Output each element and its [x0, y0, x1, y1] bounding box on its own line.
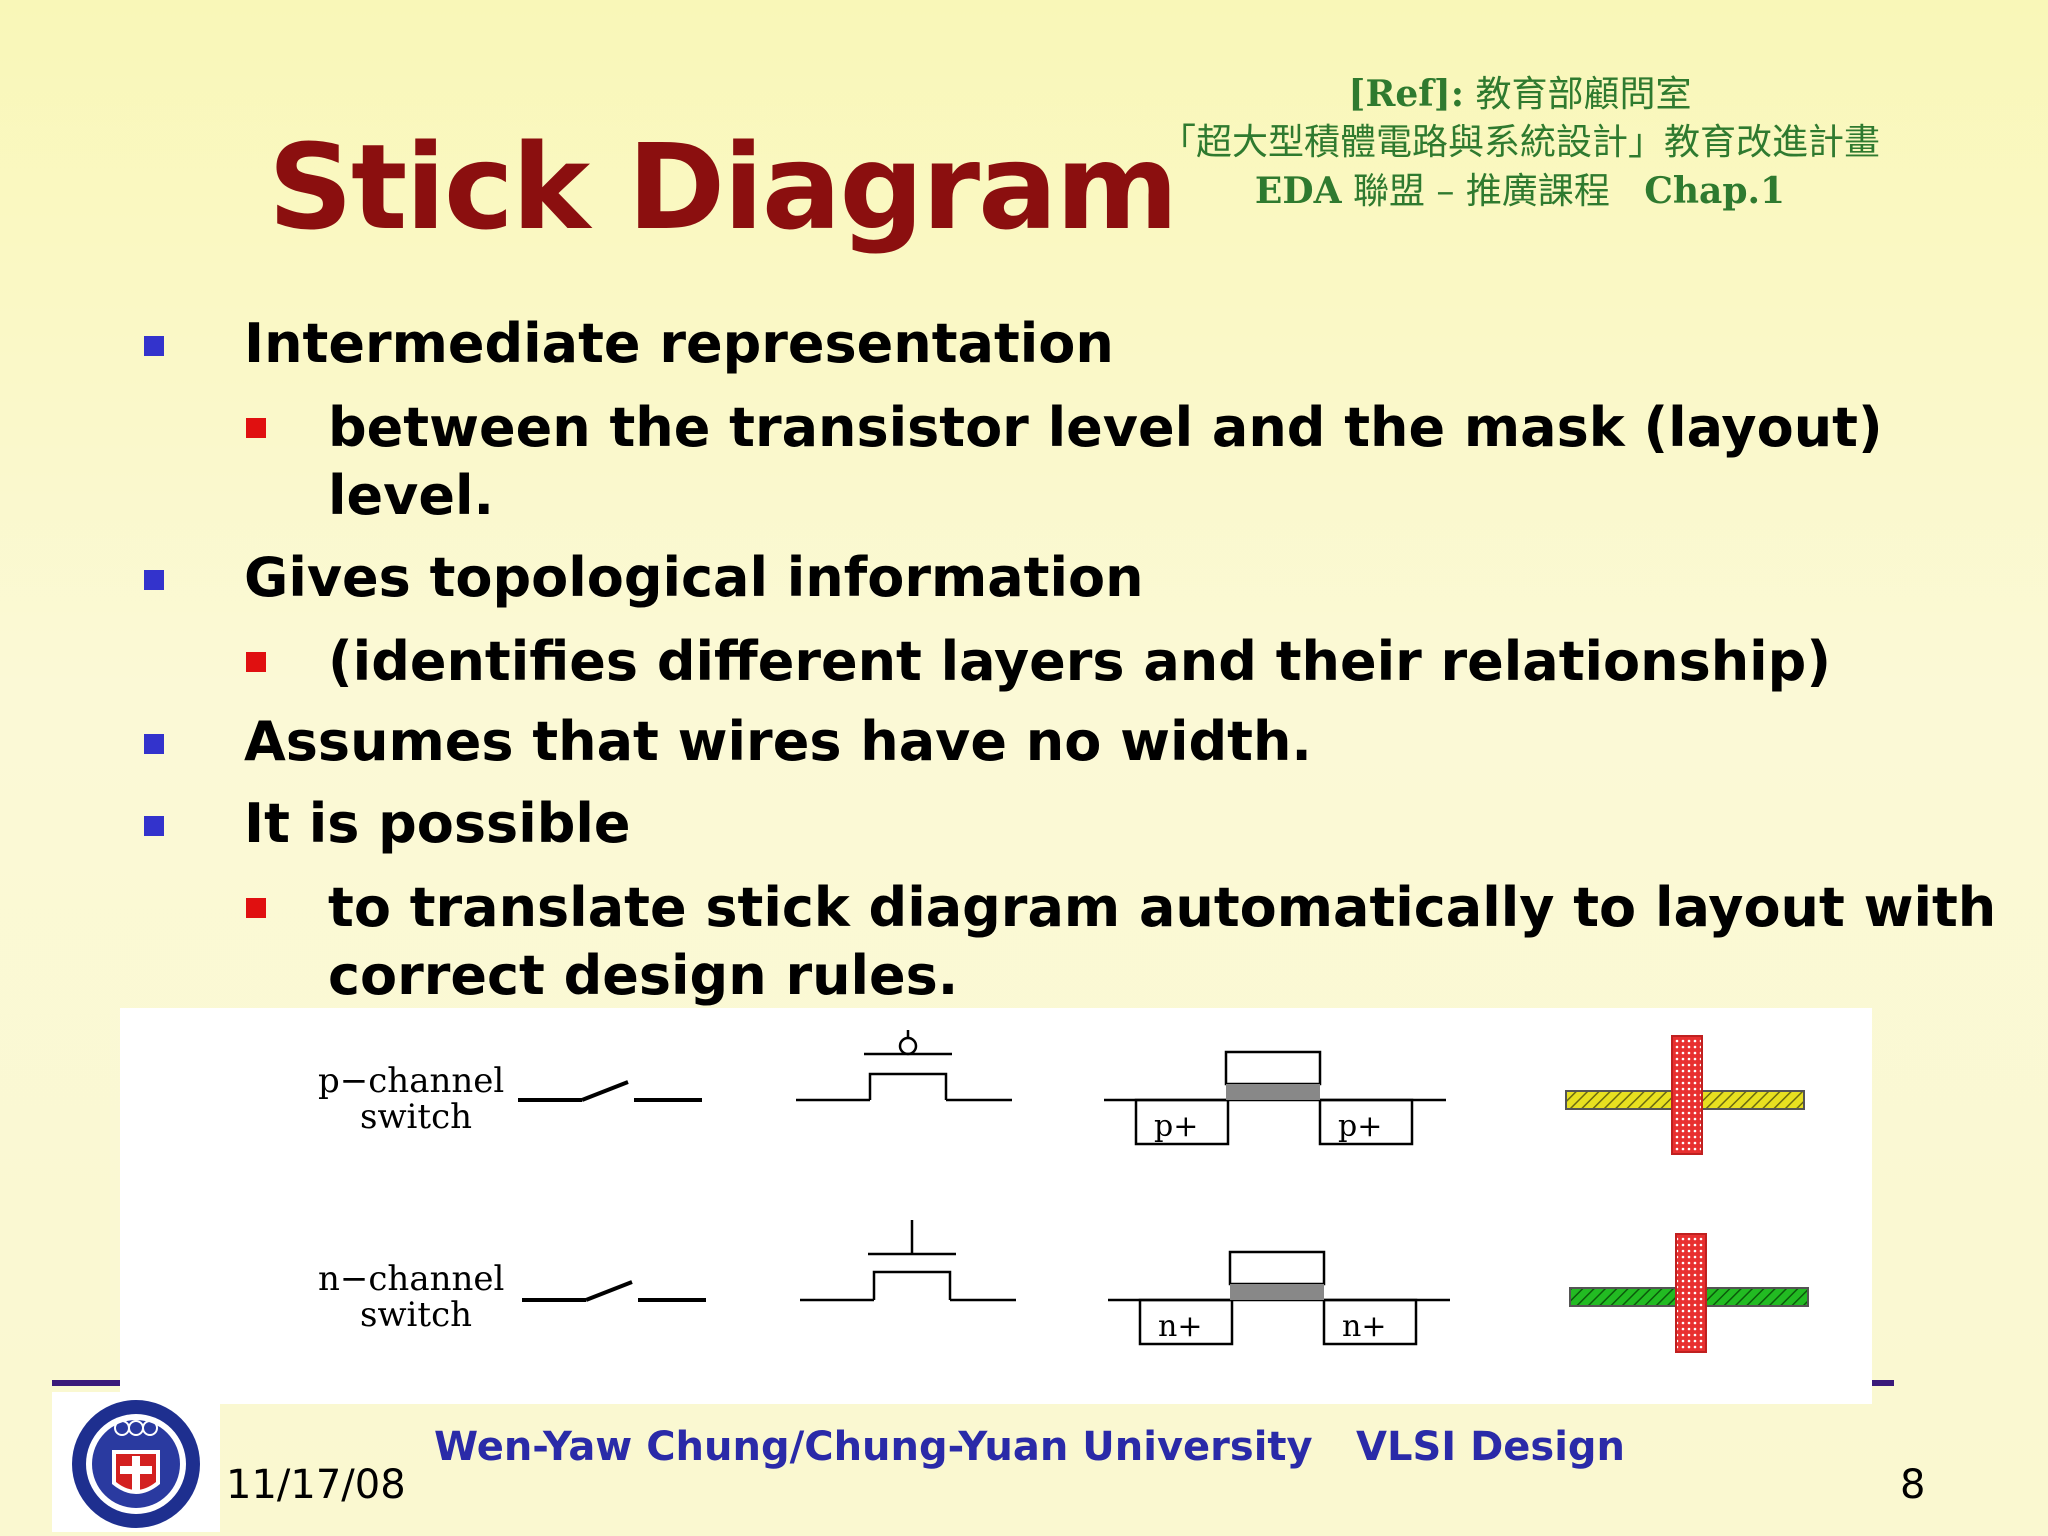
p-cross-section: p+ p+	[1104, 1050, 1446, 1146]
sub-bullet-marker	[246, 652, 266, 672]
ref-course: 聯盟 – 推廣課程	[1352, 171, 1610, 212]
p-stick-layout	[1565, 1035, 1805, 1155]
nmos-symbol	[800, 1220, 1016, 1302]
p-switch-symbol	[518, 1080, 702, 1102]
p-gate-oxide	[1226, 1084, 1320, 1100]
ref-label: [Ref]:	[1348, 73, 1465, 115]
bullet-marker	[144, 734, 164, 754]
bullet-marker	[144, 816, 164, 836]
n-switch-label: switch	[360, 1295, 472, 1335]
p-diff-left-label: p+	[1154, 1109, 1198, 1144]
bullet-3: Assumes that wires have no width.	[244, 710, 1312, 773]
ref-line-2: 「超大型積體電路與系統設計」教育改進計畫	[1159, 122, 1880, 163]
switch-figure: p−channel switch n−channel switch	[120, 1008, 1872, 1404]
ref-line-1: [Ref]: 教育部顧問室	[1080, 70, 1960, 119]
bullet-marker	[144, 570, 164, 590]
switch-diagram: p−channel switch n−channel switch	[318, 1030, 1809, 1353]
divider-right	[1860, 1380, 1894, 1386]
footer-course: VLSI Design	[1356, 1424, 1626, 1470]
ref-eda-label: EDA	[1254, 170, 1342, 212]
sub-bullet-3: to translate stick diagram automatically…	[328, 876, 1997, 939]
bullet-marker	[144, 336, 164, 356]
sub-bullet-1: between the transistor level and the mas…	[328, 396, 1883, 459]
sub-bullet-marker	[246, 898, 266, 918]
n-diff-left-label: n+	[1158, 1309, 1202, 1344]
university-logo	[52, 1392, 220, 1532]
pmos-symbol	[796, 1030, 1012, 1102]
footer-date: 11/17/08	[226, 1462, 406, 1508]
ref-office: 教育部顧問室	[1475, 74, 1692, 115]
bullet-2: Gives topological information	[244, 546, 1144, 609]
seal-icon	[72, 1400, 200, 1528]
page-number: 8	[1900, 1462, 1926, 1508]
n-cross-section: n+ n+	[1108, 1250, 1450, 1346]
sub-bullet-3-cont: correct design rules.	[328, 944, 959, 1007]
sub-bullet-1-cont: level.	[328, 464, 494, 527]
n-diff-right-label: n+	[1342, 1309, 1386, 1344]
p-switch-label: switch	[360, 1097, 472, 1137]
n-gate-oxide	[1230, 1284, 1324, 1300]
reference-block: [Ref]: 教育部顧問室 「超大型積體電路與系統設計」教育改進計畫 EDA 聯…	[1080, 70, 1960, 216]
bullet-4: It is possible	[244, 792, 631, 855]
slide-title: Stick Diagram	[268, 118, 1179, 256]
ref-line-3: EDA 聯盟 – 推廣課程 Chap.1	[1080, 167, 1960, 216]
p-diff-right-label: p+	[1338, 1109, 1382, 1144]
sub-bullet-2: (identifies different layers and their r…	[328, 630, 1832, 693]
divider-left	[52, 1380, 132, 1386]
n-switch-symbol	[522, 1280, 706, 1302]
sub-bullet-marker	[246, 418, 266, 438]
n-channel-label: n−channel	[318, 1259, 504, 1299]
footer-author: Wen-Yaw Chung/Chung-Yuan University	[434, 1424, 1313, 1470]
bullet-1: Intermediate representation	[244, 312, 1114, 375]
n-stick-layout	[1569, 1233, 1809, 1353]
p-channel-label: p−channel	[318, 1061, 504, 1101]
ref-chapter: Chap.1	[1644, 170, 1786, 212]
